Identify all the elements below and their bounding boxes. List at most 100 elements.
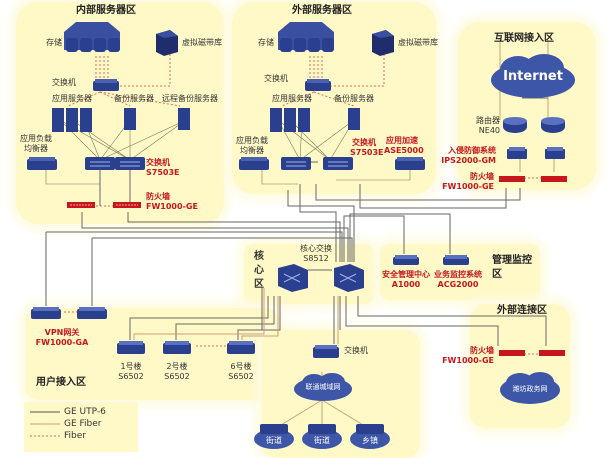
building-2-name-label: 2号楼 xyxy=(166,362,188,371)
switch-icon xyxy=(313,345,339,358)
legend-line-ge-fiber xyxy=(30,423,60,425)
legend-label-utp: GE UTP-6 xyxy=(64,407,106,417)
firewall-name-label: 防火墙 xyxy=(470,346,494,355)
core-switch-s7503e-icon xyxy=(281,157,311,170)
tape-library-label: 虚拟磁带库 xyxy=(398,38,438,47)
tape-library-label: 虚拟磁带库 xyxy=(182,38,222,47)
street-2-label: 街道 xyxy=(314,436,330,445)
zone-title-user-access: 用户接入区 xyxy=(36,377,86,388)
app-server-icon xyxy=(52,108,92,132)
security-center-model-label: A1000 xyxy=(391,280,421,289)
router-ne40-icon xyxy=(503,117,527,133)
building-2-switch-icon xyxy=(163,341,191,354)
metro-network-label: 联通城域网 xyxy=(305,383,341,391)
vpn-gateway-model-label: FW1000-GA xyxy=(35,338,89,347)
gov-network-cloud-icon xyxy=(500,372,560,404)
firewall-icon xyxy=(541,176,567,182)
gov-network-label: 潍坊政务网 xyxy=(512,385,548,393)
load-balancer-label: 应用负载 xyxy=(20,134,52,143)
router-ne40-icon xyxy=(541,117,565,133)
firewall-model-label: FW1000-GE xyxy=(442,356,494,365)
storage-icon xyxy=(278,22,334,52)
core-switch-s7503e-icon xyxy=(323,157,353,170)
street-2-cloud-icon xyxy=(302,424,342,449)
firewall-icon xyxy=(499,176,525,182)
monitor-system-name-label: 业务监控系统 xyxy=(434,270,482,279)
wire xyxy=(81,212,349,262)
core-switch-name-label: 核心交换 xyxy=(300,244,332,253)
zone-external-connect xyxy=(470,304,570,428)
load-balancer-icon xyxy=(239,157,269,170)
building-1-switch-icon xyxy=(117,341,145,354)
accelerator-icon xyxy=(395,157,425,170)
building-2-model-label: S6502 xyxy=(164,372,190,381)
storage-label: 存储 xyxy=(258,38,274,47)
legend-line-utp xyxy=(30,411,60,413)
firewall-name-label: 防火墙 xyxy=(470,172,494,181)
remote-backup-server-icon xyxy=(178,108,190,130)
firewall-icon xyxy=(113,202,141,208)
core-switch-s7503e-icon xyxy=(85,157,115,170)
monitor-system-icon xyxy=(443,255,469,265)
switch-model-label: S7503E xyxy=(146,168,180,177)
switch-name-label: 交换机 xyxy=(352,138,376,147)
router-model-label: NE40 xyxy=(478,126,500,135)
zone-title-internet-access: 互联网接入区 xyxy=(494,33,554,44)
building-1-name-label: 1号楼 xyxy=(120,362,142,371)
ips-model-label: IPS2000-GM xyxy=(441,156,496,165)
storage-label: 存储 xyxy=(46,38,62,47)
vpn-gateway-icon xyxy=(77,307,107,319)
zone-management xyxy=(380,244,540,300)
vpn-gateway-icon xyxy=(31,307,61,319)
tape-library-icon xyxy=(156,30,178,56)
zone-title-internal-server: 内部服务器区 xyxy=(76,5,136,16)
security-center-icon xyxy=(393,255,419,265)
legend-label-fiber: Fiber xyxy=(64,431,86,441)
metro-switch-label: 交换机 xyxy=(344,346,368,355)
load-balancer-label-2: 均衡器 xyxy=(240,146,264,155)
internet-label: Internet xyxy=(503,69,563,84)
zone-title-management: 管理监控区 xyxy=(492,255,532,280)
switch-model-label: S7503E xyxy=(350,148,384,157)
firewall-icon xyxy=(539,350,565,356)
switch-label: 交换机 xyxy=(264,74,288,83)
load-balancer-label-2: 均衡器 xyxy=(24,144,48,153)
legend-line-fiber xyxy=(30,435,60,437)
metro-network-cloud-icon xyxy=(294,373,352,401)
vpn-gateway-name-label: VPN网关 xyxy=(44,328,80,337)
town-label: 乡镇 xyxy=(362,436,378,445)
firewall-name-label: 防火墙 xyxy=(146,192,170,201)
ips-icon xyxy=(545,147,565,159)
zone-title-external-server: 外部服务器区 xyxy=(292,5,352,16)
building-1-model-label: S6502 xyxy=(118,372,144,381)
core-switch-s8512-icon xyxy=(334,264,364,292)
building-6-switch-icon xyxy=(227,341,255,354)
backup-servers-label: 备份服务器 xyxy=(114,94,154,103)
security-center-name-label: 安全管理中心 xyxy=(382,270,430,279)
tape-library-icon xyxy=(372,30,394,56)
firewall-model-label: FW1000-GE xyxy=(442,182,494,191)
zone-internet-access xyxy=(458,22,596,190)
remote-backup-label: 远程备份服务器 xyxy=(162,94,218,103)
street-1-cloud-icon xyxy=(254,424,294,449)
storage-icon xyxy=(64,22,120,52)
switch-label: 交换机 xyxy=(52,78,76,87)
monitor-system-model-label: ACG2000 xyxy=(437,280,479,289)
load-balancer-icon xyxy=(27,157,57,170)
switch-icon xyxy=(305,79,331,91)
building-6-model-label: S6502 xyxy=(228,372,254,381)
switch-name-label: 交换机 xyxy=(146,158,170,167)
app-servers-label: 应用服务器 xyxy=(52,94,92,103)
legend-label-ge-fiber: GE Fiber xyxy=(64,419,102,429)
accelerator-model-label: ASE5000 xyxy=(384,146,424,155)
firewall-icon xyxy=(67,202,95,208)
app-server-icon xyxy=(270,108,310,132)
legend-box xyxy=(24,402,138,452)
backup-servers-label: 备份服务器 xyxy=(334,94,374,103)
load-balancer-label: 应用负载 xyxy=(236,136,268,145)
town-cloud-icon xyxy=(350,424,390,449)
backup-server-icon xyxy=(348,108,360,130)
zone-title-external-connect: 外部连接区 xyxy=(497,305,547,316)
street-1-label: 街道 xyxy=(266,436,282,445)
